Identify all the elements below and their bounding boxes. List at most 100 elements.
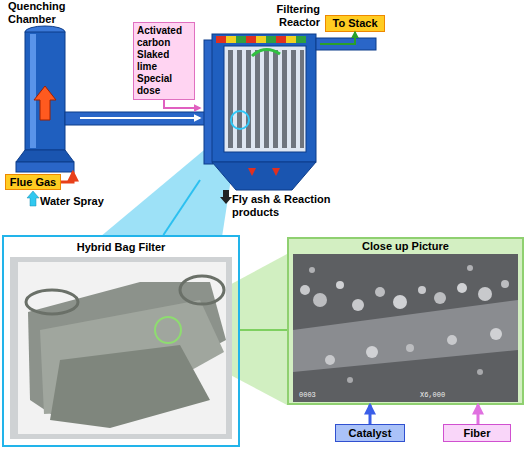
filter-bag <box>228 50 233 148</box>
bag-top <box>286 36 296 43</box>
chamber-cone <box>16 150 74 162</box>
clean-gas-arrow <box>252 49 280 56</box>
node-text: Catalyst <box>336 425 404 441</box>
catalyst-particle <box>375 287 385 297</box>
node-text: Hybrid Bag Filter <box>4 241 238 254</box>
node-text: Quenching Chamber <box>8 0 80 26</box>
bag-ring <box>180 276 224 304</box>
catalyst-particle <box>366 346 378 358</box>
catalyst-particle <box>325 355 335 365</box>
filter-bag <box>300 50 304 148</box>
gas-duct <box>65 112 212 125</box>
additive-box: Activated carbonSlaked limeSpecial dose <box>133 22 195 100</box>
filter-bag <box>264 50 269 148</box>
callout-circle <box>155 317 181 343</box>
quenching-chamber: Quenching Chamber <box>8 0 80 172</box>
catalyst-particle <box>418 286 426 294</box>
catalyst-particle <box>309 267 315 273</box>
catalyst-particle <box>434 292 446 304</box>
bag-top <box>266 36 276 43</box>
outlet-tag: To Stack <box>325 15 385 32</box>
chamber-body <box>25 32 65 150</box>
filter-bag <box>282 50 287 148</box>
connector <box>477 405 480 424</box>
connector <box>61 172 73 182</box>
water-spray-arrow <box>27 191 39 206</box>
catalyst-particle <box>336 281 344 289</box>
catalyst-particle <box>347 377 353 383</box>
bag-top <box>296 36 306 43</box>
catalyst-particle <box>478 287 492 301</box>
filter-bag <box>237 50 242 148</box>
catalyst-particle <box>393 295 407 309</box>
closeup-panel: Close up Picture <box>287 237 524 405</box>
chamber-highlight <box>30 34 36 148</box>
reactor-housing <box>212 34 316 162</box>
catalyst-particle <box>477 369 483 375</box>
catalyst-particle <box>490 328 502 340</box>
filter-bag <box>291 50 296 148</box>
node-text: Flue Gas <box>6 175 60 190</box>
catalyst-particle <box>406 344 414 352</box>
fiber-strand <box>293 300 518 372</box>
node-text: Activated carbon <box>137 25 191 49</box>
connector <box>368 405 371 424</box>
connector <box>240 329 287 331</box>
node-text: Filtering Reactor <box>262 3 320 29</box>
filter-bag <box>273 50 278 148</box>
photo-background <box>10 257 232 439</box>
catalyst-particle <box>457 283 467 293</box>
inlet-tag: Flue Gas <box>5 174 61 190</box>
image-code: 0003 <box>299 391 329 399</box>
reactor-cutaway <box>224 46 306 152</box>
connector <box>163 180 200 235</box>
reactor-hopper <box>212 162 316 190</box>
filter-bag <box>255 50 260 148</box>
sem-image <box>293 254 518 402</box>
catalyst-particle <box>467 265 473 271</box>
dust-arrow <box>272 168 280 176</box>
catalyst-particle <box>313 293 327 307</box>
panel-fill <box>287 237 524 405</box>
filter-bag <box>246 50 251 148</box>
catalyst-particle <box>501 280 509 288</box>
bag-top <box>256 36 266 43</box>
connector <box>164 100 200 108</box>
node-text: Close up Picture <box>289 240 522 253</box>
node-text: To Stack <box>326 16 384 31</box>
bag-top <box>236 36 246 43</box>
photo-panel: Hybrid Bag Filter <box>2 235 240 447</box>
node-text: Special dose <box>137 73 191 97</box>
flow-label: Water Spray <box>40 195 122 208</box>
fiber-tag: Fiber <box>443 424 511 442</box>
flow-label: Fly ash & Reaction products <box>232 193 336 219</box>
photo-sheet <box>18 262 226 434</box>
bag-top <box>246 36 256 43</box>
catalyst-tag: Catalyst <box>335 424 405 442</box>
node-text: Fiber <box>444 425 510 441</box>
catalyst-particle <box>447 335 457 345</box>
connector <box>80 117 200 119</box>
dust-arrow <box>248 168 256 176</box>
callout-circle <box>231 111 249 129</box>
catalyst-particle <box>300 285 310 295</box>
bag-top <box>276 36 286 43</box>
bag-ring <box>26 290 78 314</box>
connector <box>320 32 355 44</box>
node-text: Slaked lime <box>137 49 191 73</box>
outlet-duct <box>316 38 376 50</box>
discharge-arrow <box>220 190 232 204</box>
bag-top <box>226 36 236 43</box>
bag-top <box>216 36 226 43</box>
filtering-reactor: Filtering Reactor <box>200 3 320 193</box>
chamber-base <box>16 162 74 172</box>
catalyst-particle <box>352 299 364 311</box>
magnification: X6,000 <box>420 391 460 399</box>
gas-flow-arrow <box>34 86 56 120</box>
filter-bag-photo <box>50 345 210 428</box>
